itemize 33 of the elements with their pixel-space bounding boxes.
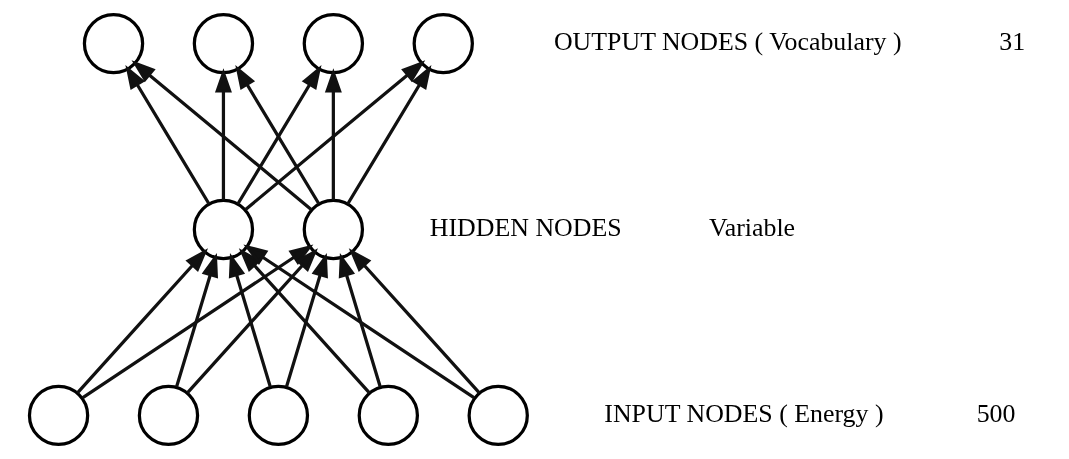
label: Variable: [708, 212, 795, 242]
arrow: [348, 248, 480, 394]
node-circle: [302, 198, 364, 261]
arrow: [124, 64, 210, 205]
arrow: [214, 68, 232, 201]
arrow: [284, 252, 328, 388]
node-circle: [192, 198, 254, 261]
arrow: [185, 248, 318, 394]
arrow: [242, 244, 475, 400]
node-circle: [192, 12, 254, 75]
arrow: [81, 244, 313, 400]
label: 31: [998, 26, 1025, 56]
node-circle: [357, 384, 419, 447]
node-circle: [302, 12, 364, 75]
arrow: [324, 68, 342, 201]
node-circle: [412, 12, 474, 75]
label: HIDDEN NODES: [429, 212, 622, 242]
node-circle: [247, 384, 309, 447]
node-circle: [27, 384, 89, 447]
node-circle: [467, 384, 529, 447]
node-circle: [82, 12, 144, 75]
arrow: [131, 60, 312, 211]
label: 500: [976, 398, 1015, 428]
arrow: [174, 252, 218, 388]
label: OUTPUT NODES ( Vocabulary ): [553, 26, 902, 56]
arrow: [345, 64, 431, 205]
node-circle: [137, 384, 199, 447]
arrow: [75, 248, 208, 394]
arrow: [338, 252, 382, 388]
arrow: [238, 248, 371, 394]
arrow: [243, 60, 425, 211]
label: INPUT NODES ( Energy ): [603, 398, 884, 428]
arrow: [228, 252, 272, 388]
